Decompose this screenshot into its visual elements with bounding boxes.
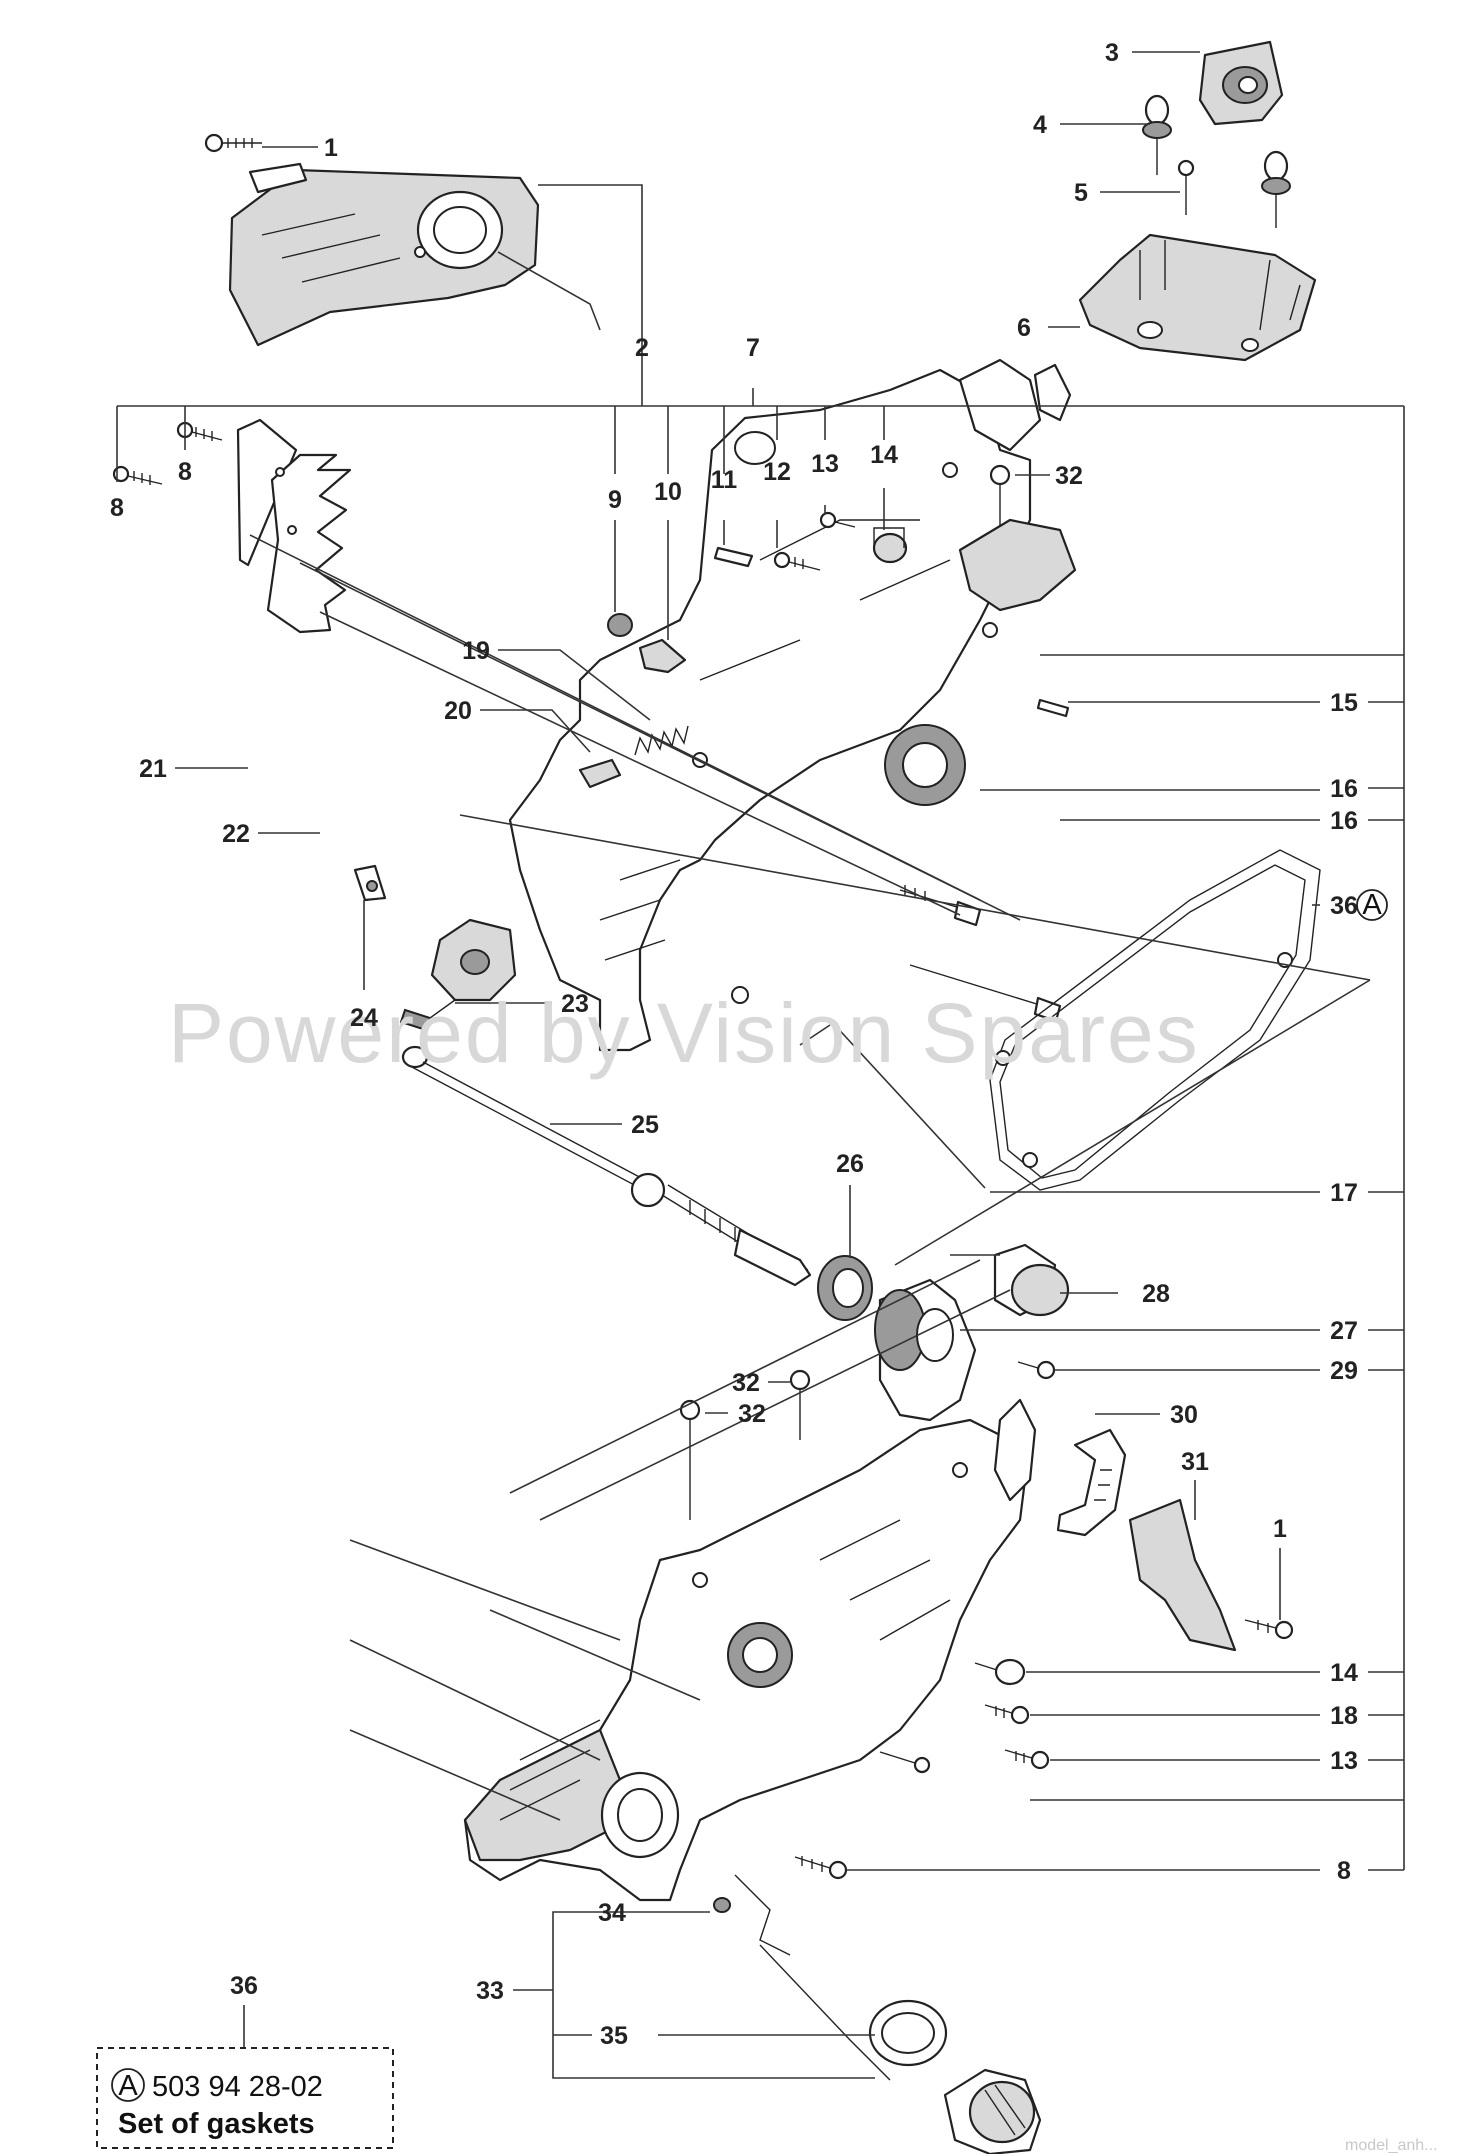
label-34: 34 bbox=[598, 1899, 626, 1927]
label-16b: 16 bbox=[1330, 807, 1358, 835]
label-15: 15 bbox=[1330, 689, 1358, 717]
clip-part-24 bbox=[353, 864, 387, 902]
label-21: 21 bbox=[139, 755, 167, 783]
label-32b: 32 bbox=[732, 1369, 760, 1397]
kit-marker: A bbox=[118, 2070, 138, 2102]
label-1b: 1 bbox=[1273, 1515, 1287, 1543]
label-8a: 8 bbox=[110, 494, 124, 522]
label-28: 28 bbox=[1142, 1280, 1170, 1308]
label-16a: 16 bbox=[1330, 775, 1358, 803]
kit-part-number: 503 94 28-02 bbox=[152, 2071, 323, 2103]
label-24: 24 bbox=[350, 1004, 378, 1032]
label-11: 11 bbox=[711, 466, 738, 494]
callout-labels: 1 1 2 3 4 5 6 7 8 8 8 9 10 11 12 13 13 1… bbox=[110, 39, 1358, 2050]
label-18: 18 bbox=[1330, 1702, 1358, 1730]
screw-part-1-bottom bbox=[1244, 1619, 1294, 1640]
clip-part-30 bbox=[1056, 1428, 1127, 1537]
label-8b: 8 bbox=[178, 458, 192, 486]
label-36a: 36 bbox=[1330, 892, 1358, 920]
pump-part-23 bbox=[399, 918, 517, 1032]
label-6: 6 bbox=[1017, 314, 1031, 342]
label-7: 7 bbox=[746, 334, 760, 362]
gasket-marker-letter: A bbox=[1362, 889, 1382, 921]
label-13: 13 bbox=[811, 450, 839, 478]
label-14: 14 bbox=[870, 441, 898, 469]
label-13b: 13 bbox=[1330, 1747, 1358, 1775]
label-35: 35 bbox=[600, 2022, 628, 2050]
kit-description: Set of gaskets bbox=[118, 2108, 315, 2140]
knob-part-4 bbox=[1142, 94, 1291, 228]
label-32c: 32 bbox=[738, 1400, 766, 1428]
label-8c: 8 bbox=[1337, 1857, 1351, 1885]
label-29: 29 bbox=[1330, 1357, 1358, 1385]
label-9: 9 bbox=[608, 486, 622, 514]
label-30: 30 bbox=[1170, 1401, 1198, 1429]
gasket-kit-box: A 503 94 28-02 Set of gaskets bbox=[96, 2005, 394, 2149]
label-22: 22 bbox=[222, 820, 250, 848]
label-36b: 36 bbox=[230, 1972, 258, 2000]
label-19: 19 bbox=[462, 637, 490, 665]
cover-part-31 bbox=[1128, 1498, 1237, 1652]
screw-part-5 bbox=[1177, 159, 1195, 215]
label-10: 10 bbox=[654, 478, 682, 506]
guard-plate-part bbox=[236, 418, 352, 634]
label-23: 23 bbox=[561, 990, 589, 1018]
filter-holder-part bbox=[1078, 233, 1317, 362]
label-25: 25 bbox=[631, 1111, 659, 1139]
screw-part-29 bbox=[1017, 1360, 1056, 1380]
label-31: 31 bbox=[1181, 1448, 1209, 1476]
corner-note: model_anh... bbox=[1345, 2137, 1438, 2154]
watermark: Powered by Vision Spares bbox=[168, 986, 1200, 1080]
label-3: 3 bbox=[1105, 39, 1119, 67]
filter-cup-part bbox=[1198, 40, 1284, 126]
label-17: 17 bbox=[1330, 1179, 1358, 1207]
label-27: 27 bbox=[1330, 1317, 1358, 1345]
label-26: 26 bbox=[836, 1150, 864, 1178]
primer-part-28 bbox=[993, 1243, 1070, 1317]
leader-lines bbox=[116, 51, 1405, 2079]
label-12: 12 bbox=[763, 458, 791, 486]
ring-part-26 bbox=[817, 1255, 873, 1321]
label-4: 4 bbox=[1033, 111, 1047, 139]
crankcase-lower-part bbox=[463, 1398, 1037, 1902]
label-5: 5 bbox=[1074, 179, 1088, 207]
label-20: 20 bbox=[444, 697, 472, 725]
screw-part-1 bbox=[204, 133, 262, 153]
label-1: 1 bbox=[324, 134, 338, 162]
oil-cap-part-33 bbox=[713, 1874, 1042, 2154]
lower-bolts bbox=[794, 1658, 1050, 1880]
label-32a: 32 bbox=[1055, 462, 1083, 490]
gasket-marker: A bbox=[1356, 889, 1388, 921]
label-33: 33 bbox=[476, 1977, 504, 2005]
tensioner-part-25 bbox=[401, 1045, 812, 1287]
pin-part-15 bbox=[1036, 698, 1070, 718]
screw-part-8-left bbox=[112, 421, 223, 485]
bar-plate-part bbox=[228, 162, 540, 347]
housing-part-27 bbox=[874, 1278, 977, 1422]
screw-part-32-top bbox=[958, 464, 1077, 612]
label-14b: 14 bbox=[1330, 1659, 1358, 1687]
small-parts-upper bbox=[607, 511, 908, 674]
label-2: 2 bbox=[635, 334, 649, 362]
